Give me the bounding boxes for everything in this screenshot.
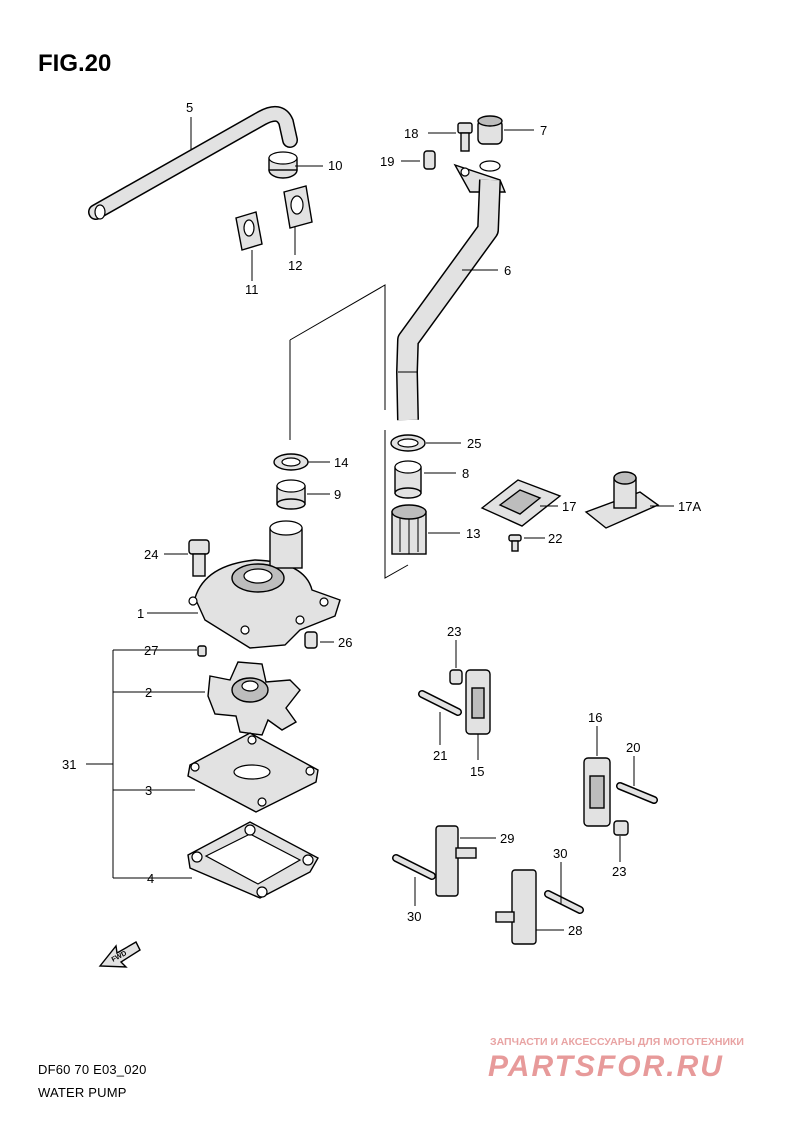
callout-30-left: 30	[407, 909, 421, 924]
part-1-pump-case[interactable]	[188, 520, 341, 649]
part-24-bolt[interactable]	[188, 539, 210, 577]
part-21-bolt[interactable]	[418, 690, 462, 716]
part-16-holder[interactable]	[583, 757, 611, 827]
part-6-hose[interactable]	[396, 160, 507, 421]
callout-10: 10	[328, 158, 342, 173]
callout-19: 19	[380, 154, 394, 169]
callout-24: 24	[144, 547, 158, 562]
part-28-bracket[interactable]	[495, 869, 537, 945]
callout-4: 4	[147, 871, 154, 886]
callout-6: 6	[504, 263, 511, 278]
callout-3: 3	[145, 783, 152, 798]
callout-21: 21	[433, 748, 447, 763]
part-23-nut-lower[interactable]	[613, 820, 629, 836]
part-17-plate[interactable]	[480, 479, 562, 527]
part-11-clamp[interactable]	[235, 211, 263, 251]
part-17a-housing[interactable]	[584, 471, 660, 529]
part-18-bolt[interactable]	[457, 122, 473, 152]
callout-22: 22	[548, 531, 562, 546]
callout-1: 1	[137, 606, 144, 621]
callout-28: 28	[568, 923, 582, 938]
callout-20: 20	[626, 740, 640, 755]
part-20-bolt[interactable]	[616, 782, 658, 804]
part-15-holder[interactable]	[465, 669, 491, 735]
callout-25: 25	[467, 436, 481, 451]
part-22-screw[interactable]	[508, 534, 522, 552]
part-10-grommet[interactable]	[268, 151, 298, 179]
callout-18: 18	[404, 126, 418, 141]
callout-8: 8	[462, 466, 469, 481]
part-14-washer[interactable]	[273, 453, 309, 471]
figure-title: FIG.20	[38, 50, 112, 77]
part-8-seal[interactable]	[394, 460, 422, 499]
callout-15: 15	[470, 764, 484, 779]
callout-13: 13	[466, 526, 480, 541]
part-27-key[interactable]	[197, 645, 207, 657]
callout-30-right: 30	[553, 846, 567, 861]
callout-26: 26	[338, 635, 352, 650]
part-13-bushing[interactable]	[391, 504, 427, 555]
callout-17a: 17A	[678, 499, 701, 514]
callout-23-upper: 23	[447, 624, 461, 639]
part-9-seal[interactable]	[276, 479, 306, 510]
callout-27: 27	[144, 643, 158, 658]
callout-14: 14	[334, 455, 348, 470]
part-25-washer[interactable]	[390, 434, 426, 452]
diagram-name: WATER PUMP	[38, 1085, 127, 1100]
callout-17: 17	[562, 499, 576, 514]
fwd-arrow-icon: FWD	[98, 941, 141, 968]
callout-23-lower: 23	[612, 864, 626, 879]
callout-5: 5	[186, 100, 193, 115]
part-7-cap[interactable]	[477, 115, 503, 145]
callout-7: 7	[540, 123, 547, 138]
callout-2: 2	[145, 685, 152, 700]
part-30-bolt-left[interactable]	[392, 854, 436, 880]
part-4-gasket[interactable]	[187, 821, 319, 899]
part-3-plate[interactable]	[187, 732, 319, 813]
part-23-nut-upper[interactable]	[449, 669, 463, 685]
part-2-impeller[interactable]	[207, 661, 301, 736]
part-12-clamp[interactable]	[283, 185, 313, 229]
callout-29: 29	[500, 831, 514, 846]
callout-31: 31	[62, 757, 76, 772]
watermark-tagline: ЗАПЧАСТИ И АКСЕССУАРЫ ДЛЯ МОТОТЕХНИКИ	[490, 1036, 744, 1048]
watermark-logo: PARTSFOR.RU	[488, 1050, 724, 1083]
part-5-tube[interactable]	[88, 105, 298, 220]
callout-16: 16	[588, 710, 602, 725]
diagram-code: DF60 70 E03_020	[38, 1062, 147, 1077]
part-26-pin[interactable]	[304, 631, 318, 649]
callout-11: 11	[245, 282, 259, 297]
callout-9: 9	[334, 487, 341, 502]
callout-12: 12	[288, 258, 302, 273]
part-29-bracket[interactable]	[435, 825, 477, 897]
part-30-bolt-right[interactable]	[544, 890, 584, 914]
part-19-pin[interactable]	[423, 150, 436, 170]
